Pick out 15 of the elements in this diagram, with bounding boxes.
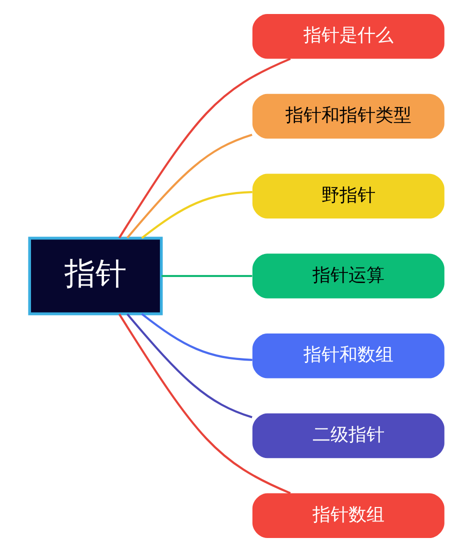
connector	[126, 313, 252, 418]
node-box: 指针数组	[252, 493, 444, 538]
node-box: 野指针	[252, 174, 444, 219]
connector	[126, 134, 252, 239]
node-box: 指针运算	[252, 254, 444, 298]
node-box: 指针是什么	[252, 14, 444, 59]
node-box: 指针和指针类型	[252, 94, 444, 139]
node-box: 二级指针	[252, 413, 444, 458]
node-box: 指针和数组	[252, 333, 444, 378]
connector	[162, 274, 252, 278]
connector	[118, 58, 291, 238]
connector	[141, 191, 252, 239]
node-box: 指针	[28, 236, 163, 316]
connector	[118, 314, 291, 494]
connector	[141, 313, 252, 361]
